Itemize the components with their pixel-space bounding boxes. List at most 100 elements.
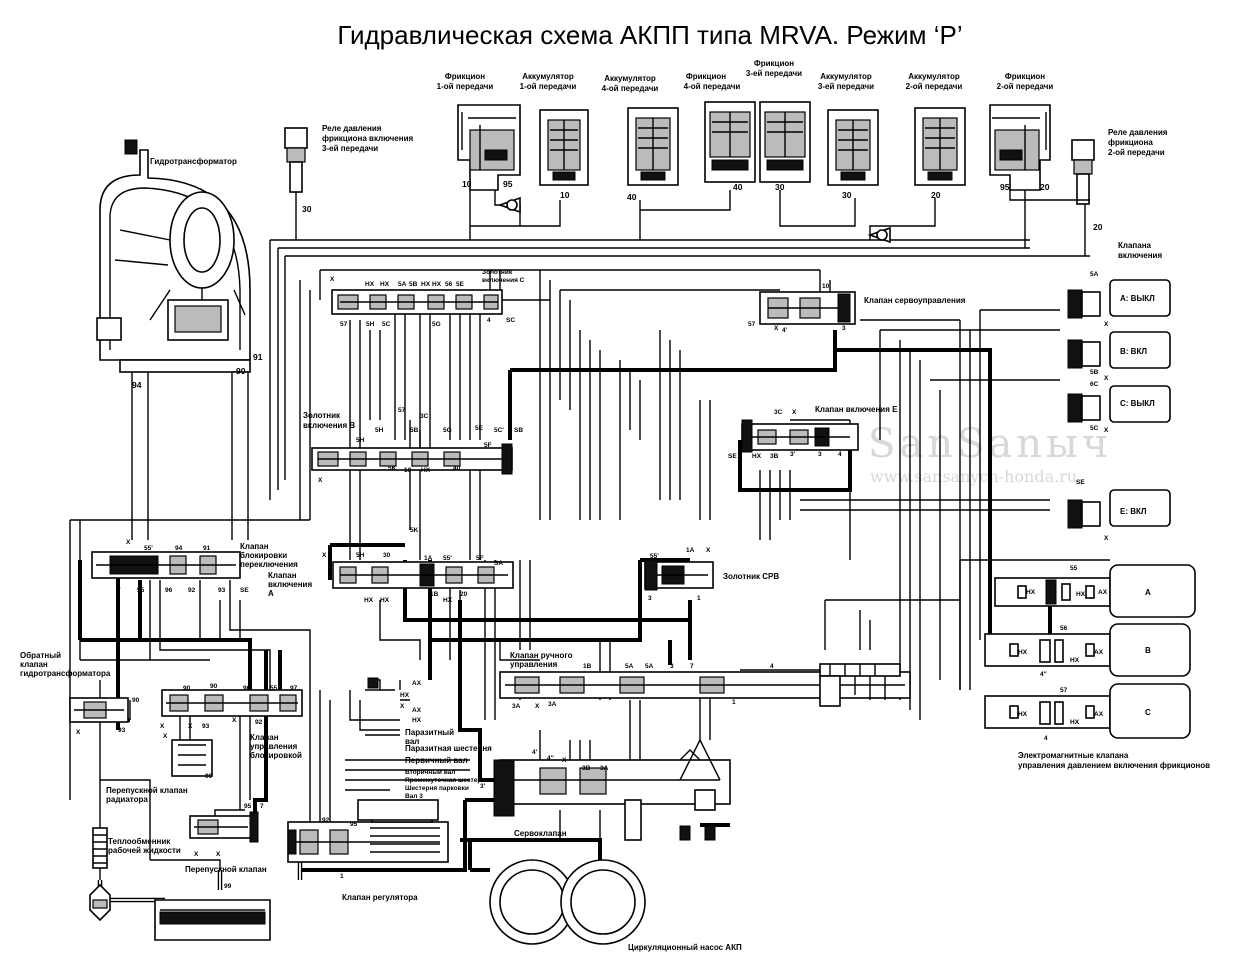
port-x-sol-e: X bbox=[1104, 535, 1109, 542]
label-lin-c: C bbox=[1145, 708, 1151, 717]
port-sc-sc: SC bbox=[506, 317, 515, 324]
port-x-lc2: X bbox=[188, 723, 193, 730]
port-95-rv: 95 bbox=[350, 821, 358, 828]
port-1a-cpb: 1A bbox=[686, 547, 695, 554]
port-96-lc: 96 bbox=[243, 685, 251, 692]
port-55-lc: 55 bbox=[270, 685, 278, 692]
port-3-cpb: 3 bbox=[648, 595, 652, 602]
label-lockup-control-a: Клапан bbox=[250, 733, 279, 742]
port-57-scv: 57 bbox=[748, 321, 756, 328]
port-5h-sb: 5H bbox=[375, 427, 384, 434]
port-90-lc: 90 bbox=[183, 685, 191, 692]
label-accum4-a: Аккумулятор bbox=[604, 74, 656, 83]
port-5c-sc: 5C bbox=[382, 321, 391, 328]
port-x-cpb: X bbox=[706, 547, 711, 554]
port-hx-sc3: HX bbox=[421, 281, 431, 288]
port-1b-sa: 1B bbox=[430, 591, 439, 598]
port-6a-mv: 5A bbox=[645, 663, 654, 670]
top-labels: Фрикцион 1-ой передачи Аккумулятор 1-ой … bbox=[150, 59, 1168, 260]
port-10-scv: 10 bbox=[822, 283, 830, 290]
port-ax-1: AX bbox=[412, 680, 422, 687]
port-4-ve: 4 bbox=[838, 451, 842, 458]
label-friction3-b: 3-ей передачи bbox=[746, 69, 802, 78]
port-1a-sa: 1A bbox=[424, 555, 433, 562]
port-40-f4: 40 bbox=[733, 182, 743, 192]
top-components bbox=[284, 101, 1095, 220]
port-hx-la2: HX bbox=[1076, 591, 1086, 598]
linear-solenoid-ports: 55 HX HX AX 56 HX HX AX 4'' 57 HX HX AX … bbox=[1018, 565, 1108, 742]
solenoid-c bbox=[1067, 385, 1171, 423]
label-lockup-shift-c: переключения bbox=[240, 560, 298, 569]
lockup-shift-ports: X 55' 94 91 7 55 96 92 93 SE bbox=[117, 539, 249, 594]
port-96-ls: 96 bbox=[165, 587, 173, 594]
label-valve-e: Клапан включения E bbox=[815, 405, 898, 414]
port-x-sol-a: X bbox=[1104, 321, 1109, 328]
port-57-sc: 57 bbox=[340, 321, 348, 328]
label-relay3-a: Реле давления bbox=[322, 124, 382, 133]
port-se-ls: SE bbox=[240, 587, 249, 594]
label-spool-c-b: включения C bbox=[482, 277, 525, 284]
port-10-sb: 10 bbox=[404, 467, 412, 474]
port-x-lc4: X bbox=[163, 733, 168, 740]
port-94-ls: 94 bbox=[175, 545, 183, 552]
label-accum4-b: 4-ой передачи bbox=[602, 84, 659, 93]
port-55s-cpb: 55' bbox=[650, 553, 659, 560]
label-sol-b: B: ВКЛ bbox=[1120, 347, 1147, 356]
label-relay2-b: фрикциона bbox=[1108, 138, 1153, 147]
label-spool-b-a: Золотник bbox=[303, 411, 341, 420]
label-accum1-b: 1-ой передачи bbox=[520, 82, 577, 91]
label-friction2-a: Фрикцион bbox=[1005, 72, 1045, 81]
label-solenoids-a: Электромагнитные клапана bbox=[1018, 751, 1129, 760]
label-spool-b-b: включения B bbox=[303, 421, 355, 430]
port-4-sc: 4 bbox=[487, 317, 491, 324]
label-accum3-a: Аккумулятор bbox=[820, 72, 872, 81]
label-friction1-a: Фрикцион bbox=[445, 72, 485, 81]
port-x-lc: X bbox=[160, 723, 165, 730]
port-hx-sa1: HX bbox=[364, 597, 374, 604]
port-1-cpb: 1 bbox=[697, 595, 701, 602]
accum2-body bbox=[914, 107, 966, 186]
label-heat-exchanger-b: рабочей жидкости bbox=[108, 846, 181, 855]
port-5c-sol: 5C bbox=[1090, 425, 1099, 432]
label-manual-valve-b: управления bbox=[510, 660, 558, 669]
spool-b-ports: 57 3C 5H 5B 5G 5E 5C' SB X 5H 5K 10 HX 4… bbox=[318, 407, 523, 534]
port-x-scv: X bbox=[774, 325, 779, 332]
label-radiator-bypass-b: радиатора bbox=[106, 795, 148, 804]
manual-valve bbox=[499, 663, 911, 707]
port-30-r3: 30 bbox=[302, 204, 312, 214]
port-3s-sv: 3' bbox=[480, 783, 486, 790]
servo-control-valve bbox=[759, 291, 856, 325]
port-x-sc: X bbox=[330, 276, 335, 283]
port-7-bv: 7 bbox=[260, 803, 264, 810]
label-servo-valve: Сервоклапан bbox=[514, 829, 567, 838]
port-40-sb: 40 bbox=[453, 465, 461, 472]
port-90-lc2: 90 bbox=[210, 683, 218, 690]
port-x-lc3: X bbox=[232, 717, 237, 724]
label-idler-shaft-a: Паразитный bbox=[405, 728, 454, 737]
label-accum1-a: Аккумулятор bbox=[522, 72, 574, 81]
port-x-ve: X bbox=[792, 409, 797, 416]
port-57-sb: 57 bbox=[398, 407, 406, 414]
pump bbox=[489, 859, 646, 945]
label-friction1-b: 1-ой передачи bbox=[437, 82, 494, 91]
check-valve-tc bbox=[69, 697, 129, 723]
port-30-f3: 30 bbox=[775, 182, 785, 192]
port-hx-2: HX bbox=[412, 717, 422, 724]
port-90-tc: 90 bbox=[236, 366, 246, 376]
port-5e-sc: 5E bbox=[456, 281, 465, 288]
accum3-body bbox=[827, 109, 879, 186]
port-x-sv: X bbox=[562, 757, 567, 764]
port-57-lc: 57 bbox=[1060, 687, 1068, 694]
port-x-sol-b: X bbox=[1104, 375, 1109, 382]
label-friction2-b: 2-ой передачи bbox=[997, 82, 1054, 91]
port-5f-sb: 5F bbox=[484, 442, 492, 449]
manual-valve-ports: 1B 5A 5A 3 7 4 3A X 3A 1 bbox=[512, 663, 774, 710]
label-torque-converter: Гидротрансформатор bbox=[150, 157, 237, 166]
lockup-control-valve bbox=[161, 689, 303, 777]
relay2-body bbox=[1071, 139, 1095, 205]
port-x-mv: X bbox=[535, 703, 540, 710]
port-1-mv: 1 bbox=[732, 699, 736, 706]
port-95-f1: 95 bbox=[503, 179, 513, 189]
port-7-mv: 7 bbox=[690, 663, 694, 670]
label-accum3-b: 3-ей передачи bbox=[818, 82, 874, 91]
